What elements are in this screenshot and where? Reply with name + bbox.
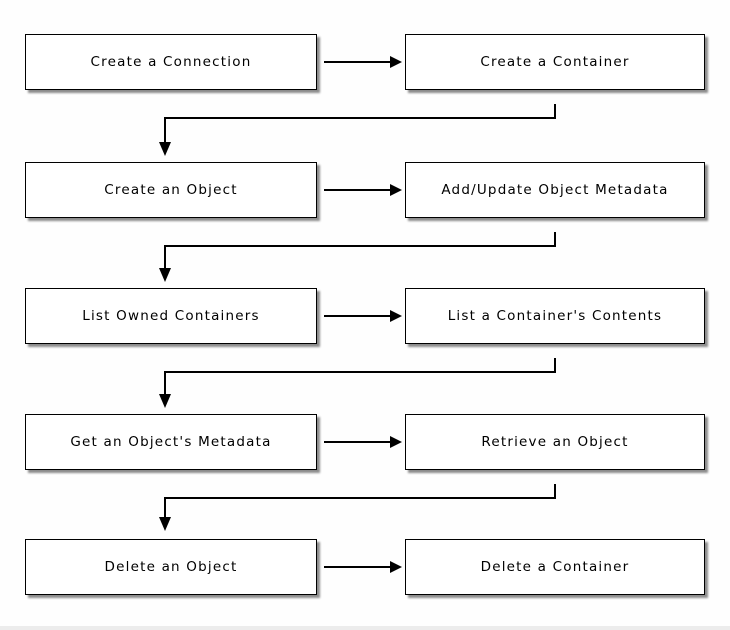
connector-line	[164, 371, 166, 394]
flow-box-delete-object: Delete an Object	[25, 539, 317, 595]
arrow-down-icon	[159, 517, 171, 531]
arrow-right-icon	[390, 561, 402, 573]
connector-line	[164, 497, 166, 517]
connector-line	[324, 315, 390, 317]
connector-line	[554, 232, 556, 246]
flow-box-create-connection: Create a Connection	[25, 34, 317, 90]
flow-box-create-object: Create an Object	[25, 162, 317, 218]
connector-line	[324, 566, 390, 568]
flow-box-create-container: Create a Container	[405, 34, 705, 90]
arrow-down-icon	[159, 142, 171, 156]
arrow-right-icon	[390, 310, 402, 322]
arrow-right-icon	[390, 184, 402, 196]
arrow-right-icon	[390, 56, 402, 68]
connector-line	[554, 358, 556, 372]
connector-line	[554, 104, 556, 118]
connector-line	[164, 497, 556, 499]
arrow-right-icon	[390, 436, 402, 448]
connector-line	[164, 245, 556, 247]
bottom-edge-strip	[0, 626, 730, 630]
connector-line	[324, 441, 390, 443]
connector-line	[164, 371, 556, 373]
arrow-down-icon	[159, 268, 171, 282]
flow-box-get-object-metadata: Get an Object's Metadata	[25, 414, 317, 470]
flow-box-delete-container: Delete a Container	[405, 539, 705, 595]
connector-line	[324, 189, 390, 191]
connector-line	[164, 245, 166, 268]
connector-line	[554, 484, 556, 498]
connector-line	[164, 117, 556, 119]
flow-box-retrieve-object: Retrieve an Object	[405, 414, 705, 470]
flow-box-list-container-contents: List a Container's Contents	[405, 288, 705, 344]
connector-line	[324, 61, 390, 63]
arrow-down-icon	[159, 394, 171, 408]
flow-box-list-owned-containers: List Owned Containers	[25, 288, 317, 344]
flow-box-add-update-metadata: Add/Update Object Metadata	[405, 162, 705, 218]
connector-line	[164, 117, 166, 142]
